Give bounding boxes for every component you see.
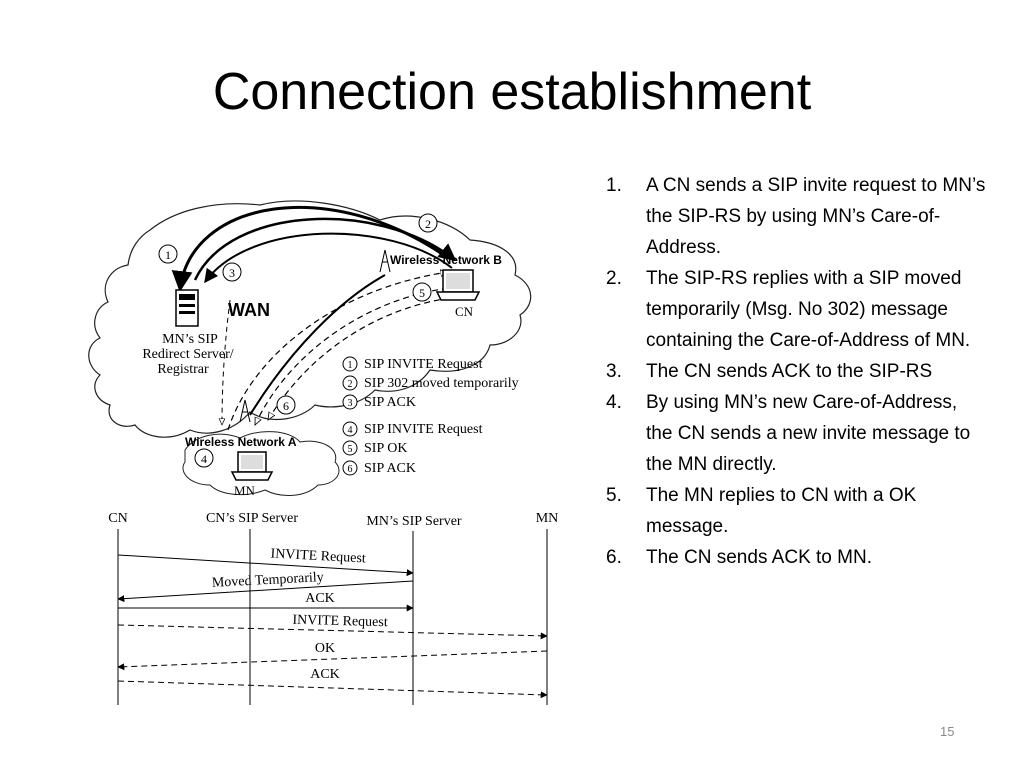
- svg-text:1: 1: [165, 248, 171, 262]
- sequence-diagram: CN CN’s SIP Server MN’s SIP Server MN IN…: [108, 511, 559, 705]
- legend-item: 3 SIP ACK: [342, 394, 416, 410]
- step-number: 1.: [606, 175, 622, 196]
- step-marker-2: 2: [418, 213, 438, 233]
- dashed-server-link: [222, 299, 231, 425]
- laptop-icon: [230, 451, 274, 481]
- network-diagram: 1 2 3 4 5 6 WAN MN’s SIP Redirect Server…: [88, 200, 532, 498]
- legend-item: 1 SIP INVITE Request: [342, 356, 483, 372]
- step-marker-4: 4: [194, 448, 214, 468]
- step-number: 5.: [606, 485, 622, 506]
- message-ack-direct: ACK: [117, 667, 548, 699]
- mn-label: MN: [234, 483, 256, 498]
- svg-text:3: 3: [229, 266, 235, 280]
- laptop-icon: [435, 269, 481, 301]
- svg-text:1: 1: [348, 360, 353, 371]
- svg-text:4: 4: [348, 425, 353, 436]
- svg-text:OK: OK: [315, 641, 335, 656]
- step-marker-5: 5: [412, 282, 432, 302]
- step-number: 3.: [606, 361, 622, 382]
- message-ok: OK: [117, 641, 548, 671]
- step-text: The SIP-RS replies with a SIP moved temp…: [646, 268, 971, 351]
- message-invite-request: INVITE Request: [117, 547, 414, 577]
- legend-item: 2 SIP 302 moved temporarily: [342, 375, 519, 391]
- list-item: 2. The SIP-RS replies with a SIP moved te…: [606, 263, 986, 356]
- step-number: 6.: [606, 547, 622, 568]
- antenna-icon: [239, 249, 391, 423]
- svg-text:5: 5: [419, 286, 425, 300]
- svg-text:6: 6: [283, 399, 289, 413]
- svg-text:SIP ACK: SIP ACK: [364, 461, 416, 476]
- svg-text:SIP 302 moved temporarily: SIP 302 moved temporarily: [364, 376, 519, 391]
- server-label-line-1: MN’s SIP: [162, 332, 218, 347]
- step-text: The CN sends ACK to MN.: [646, 547, 872, 568]
- svg-text:3: 3: [348, 398, 353, 409]
- svg-text:INVITE Request: INVITE Request: [270, 547, 366, 567]
- lane-cn: CN: [108, 511, 127, 526]
- step-text: The CN sends ACK to the SIP-RS: [646, 361, 933, 382]
- arrow-2-moved: [193, 217, 457, 281]
- legend-item: 5 SIP OK: [342, 440, 407, 456]
- svg-text:SIP INVITE Request: SIP INVITE Request: [364, 357, 483, 372]
- wireless-network-a-cloud: [182, 431, 340, 496]
- lane-mn-sip-server: MN’s SIP Server: [366, 514, 461, 529]
- svg-text:SIP INVITE Request: SIP INVITE Request: [364, 422, 483, 437]
- legend-item: 4 SIP INVITE Request: [342, 421, 483, 437]
- list-item: 3. The CN sends ACK to the SIP-RS: [606, 356, 986, 387]
- svg-text:2: 2: [348, 379, 353, 390]
- cn-label: CN: [455, 304, 474, 319]
- step-number: 4.: [606, 392, 622, 413]
- server-icon: [175, 289, 199, 327]
- step-number: 2.: [606, 268, 622, 289]
- wan-cloud: [88, 200, 532, 438]
- list-item: 5. The MN replies to CN with a OK message…: [606, 480, 986, 542]
- svg-text:4: 4: [201, 452, 207, 466]
- server-label-line-2: Redirect Server/: [142, 347, 233, 362]
- network-a-label: Wireless Network A: [185, 435, 297, 449]
- step-marker-1: 1: [158, 244, 178, 264]
- message-ack: ACK: [118, 591, 414, 612]
- lane-mn: MN: [536, 511, 559, 526]
- svg-text:ACK: ACK: [310, 667, 340, 682]
- page-title: Connection establishment: [212, 63, 812, 121]
- solid-mn-link: [249, 274, 386, 416]
- arrow-3-ack: [204, 232, 453, 284]
- step-marker-6: 6: [276, 395, 296, 415]
- step-text: By using MN’s new Care-of-Address, the C…: [646, 392, 971, 475]
- svg-text:ACK: ACK: [305, 591, 335, 606]
- step-text: The MN replies to CN with a OK message.: [646, 485, 917, 537]
- step-list: 1. A CN sends a SIP invite request to MN’…: [606, 170, 986, 573]
- wan-label: WAN: [228, 300, 270, 320]
- dashed-path-4: [227, 272, 448, 431]
- step-text: A CN sends a SIP invite request to MN’s …: [646, 175, 986, 258]
- dashed-path-5: [254, 287, 451, 425]
- message-moved-temporarily: Moved Temporarily: [117, 570, 414, 603]
- dashed-path-6: [268, 297, 451, 420]
- svg-text:Moved Temporarily: Moved Temporarily: [212, 570, 325, 591]
- lane-cn-sip-server: CN’s SIP Server: [206, 511, 298, 526]
- message-invite-request-direct: INVITE Request: [117, 613, 548, 640]
- list-item: 6. The CN sends ACK to MN.: [606, 542, 986, 573]
- list-item: 1. A CN sends a SIP invite request to MN’…: [606, 170, 986, 263]
- legend: 1 SIP INVITE Request 2 SIP 302 moved tem…: [342, 356, 519, 476]
- legend-item: 6 SIP ACK: [342, 460, 416, 476]
- svg-text:INVITE Request: INVITE Request: [292, 613, 388, 630]
- list-item: 4. By using MN’s new Care-of-Address, the…: [606, 387, 986, 480]
- svg-text:6: 6: [348, 464, 353, 475]
- svg-text:SIP ACK: SIP ACK: [364, 395, 416, 410]
- network-b-label: Wireless Network B: [390, 253, 502, 267]
- svg-text:SIP OK: SIP OK: [364, 441, 407, 456]
- page-number: 15: [940, 724, 955, 739]
- step-marker-3: 3: [222, 262, 242, 282]
- svg-text:2: 2: [425, 217, 431, 231]
- server-label-line-3: Registrar: [157, 362, 209, 377]
- svg-text:5: 5: [348, 444, 353, 455]
